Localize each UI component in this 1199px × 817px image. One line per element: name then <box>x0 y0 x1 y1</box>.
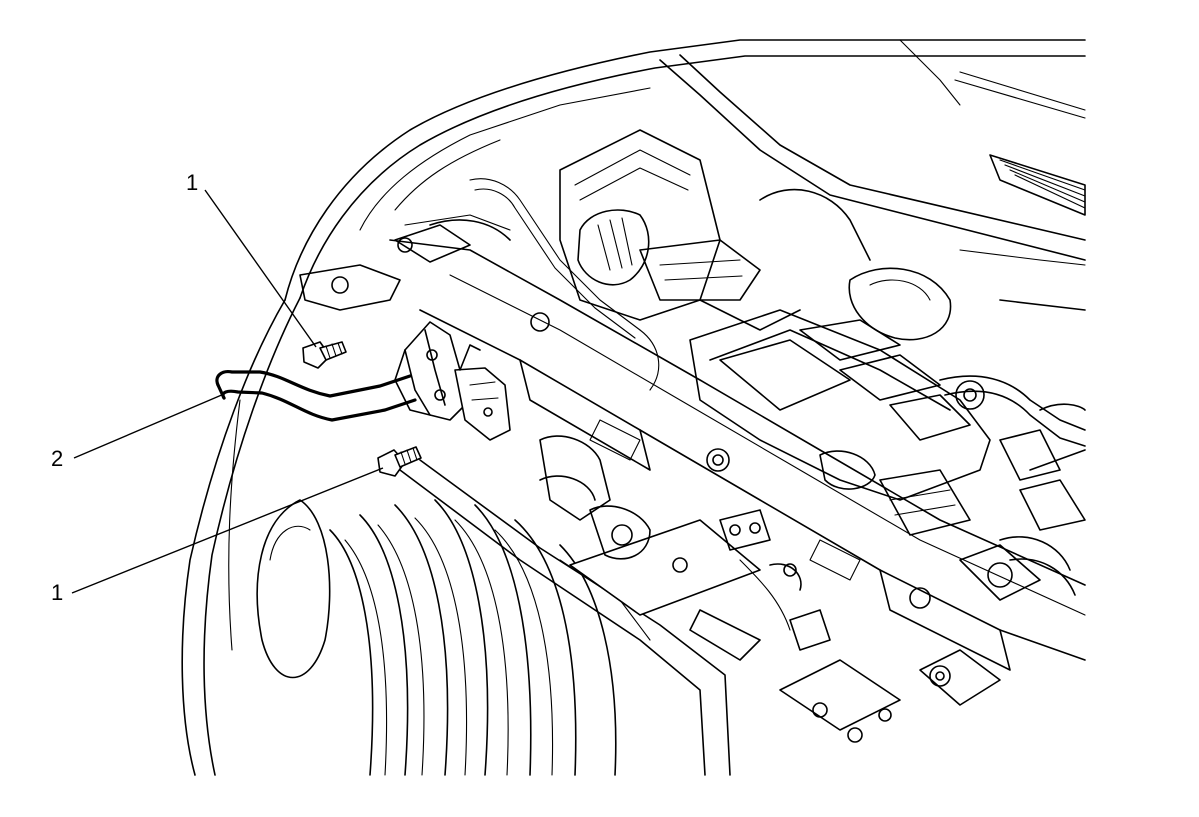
right-strut-tower <box>759 188 1086 341</box>
front-beam <box>399 459 761 776</box>
air-cleaner <box>559 129 801 331</box>
callout-bolt-upper: 1 <box>186 170 198 195</box>
bolt-lower-graphic <box>377 446 422 477</box>
hood-latch-assembly <box>215 321 511 441</box>
callout-bolt-lower: 1 <box>51 580 63 605</box>
radiator-grille <box>329 499 617 776</box>
wiring-harness <box>429 178 791 631</box>
leader-latch <box>73 393 225 459</box>
bolt-upper-graphic <box>302 341 347 369</box>
leader-lines <box>71 189 384 594</box>
callout-latch: 2 <box>51 446 63 471</box>
left-fender <box>181 297 331 776</box>
leader-bolt-lower <box>71 467 384 594</box>
engine-right-components <box>879 375 1086 596</box>
lower-components <box>539 435 1041 651</box>
leader-bolt-upper <box>204 189 317 348</box>
left-bracket <box>299 214 511 311</box>
radiator-support <box>389 239 1086 743</box>
hood-outline <box>284 39 1086 301</box>
engine-cover <box>689 309 991 501</box>
